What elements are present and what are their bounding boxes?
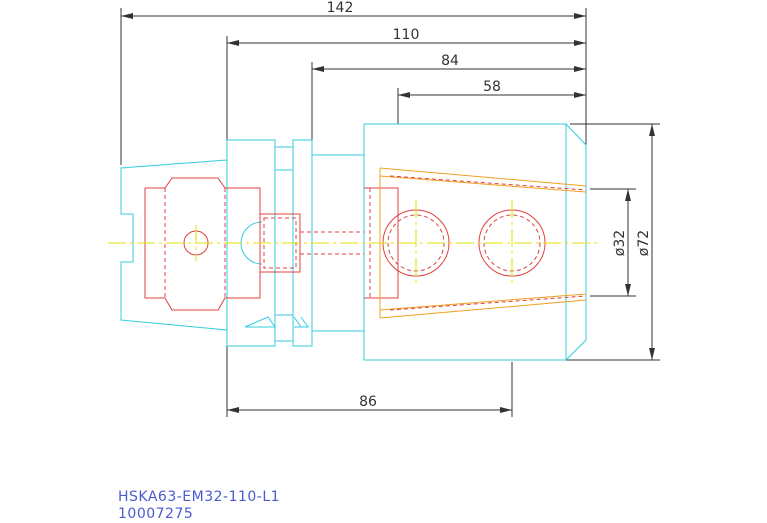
- dim-text-58: 58: [483, 79, 501, 95]
- dimension-lines: [120, 8, 660, 417]
- article-number-label: 10007275: [118, 506, 194, 522]
- dim-text-84: 84: [441, 53, 459, 69]
- part-number-label: HSKA63-EM32-110-L1: [118, 489, 281, 505]
- dim-text-110: 110: [393, 27, 420, 43]
- centerlines: [108, 200, 600, 286]
- dim-text-d32: ø32: [612, 230, 628, 256]
- internal-features: [144, 177, 546, 311]
- dim-text-142: 142: [327, 0, 354, 16]
- dim-text-86: 86: [359, 394, 377, 410]
- tool-holder-outline: [120, 123, 587, 361]
- dim-text-d72: ø72: [636, 230, 652, 256]
